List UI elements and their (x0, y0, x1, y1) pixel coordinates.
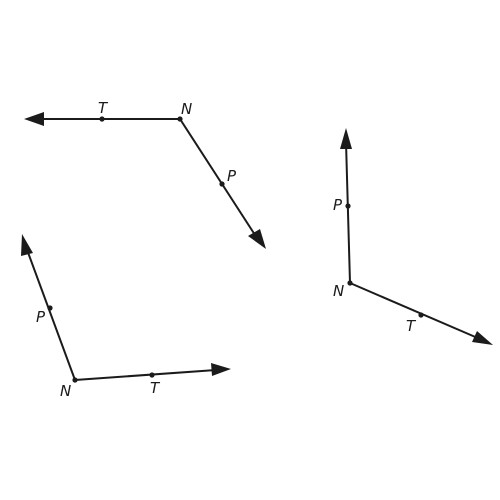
angle-1-arrowhead-p (248, 229, 266, 249)
angle-2-vertex-label: N (333, 282, 344, 300)
angle-1-vertex-dot (177, 116, 183, 122)
angle-3-point-p-label: P (36, 308, 46, 326)
angle-1-point-p-dot (219, 181, 225, 187)
angle-3-arrowhead-t (211, 363, 231, 376)
angle-3-point-p-dot (47, 305, 53, 311)
angle-1-arrowhead-t (24, 112, 44, 126)
angle-2-ray-t (349, 282, 481, 340)
angle-1-ray-p (179, 118, 258, 239)
angle-2-arrowhead-p (340, 128, 352, 149)
angle-3-ray-t (74, 369, 217, 381)
angle-1-point-p-label: P (227, 167, 237, 185)
angle-3-vertex-label: N (60, 382, 71, 400)
angle-1-point-t-label: T (98, 99, 109, 117)
angle-1-point-t-dot (99, 116, 105, 122)
angle-2-arrowhead-t (472, 331, 493, 345)
angle-2-point-p-dot (345, 203, 351, 209)
angle-3-point-t-label: T (150, 379, 161, 397)
angle-3-vertex-dot (72, 377, 78, 383)
angle-2-vertex-dot (347, 280, 353, 286)
angle-1-vertex-label: N (181, 100, 192, 118)
angle-2-point-t-dot (418, 312, 424, 318)
angle-2-point-p-label: P (333, 196, 343, 214)
angle-2-point-t-label: T (406, 317, 417, 335)
angle-3-ray-p (25, 246, 76, 381)
angle-2-ray-p (345, 141, 351, 284)
angle-3: N P T (21, 234, 231, 400)
angle-3-arrowhead-p (21, 234, 33, 256)
angle-2: N P T (333, 128, 493, 345)
angle-3-point-t-dot (149, 372, 155, 378)
angle-1: N T P (24, 99, 266, 249)
